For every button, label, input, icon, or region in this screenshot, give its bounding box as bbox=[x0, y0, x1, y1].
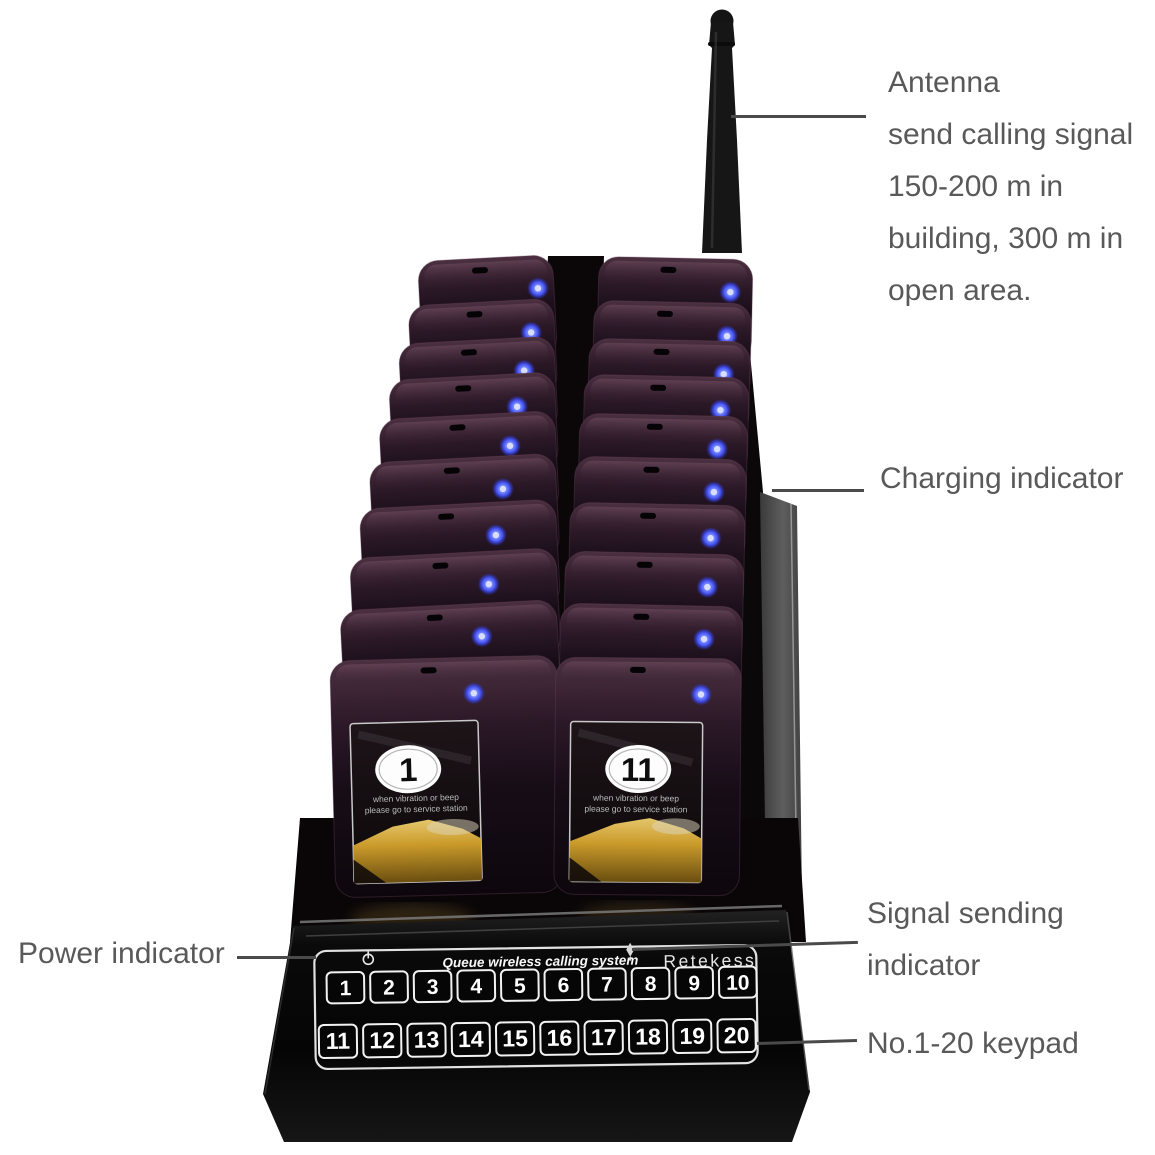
antenna-label: Antenna send calling signal 150-200 m in… bbox=[888, 57, 1133, 317]
keypad-row-2: 11 12 13 14 15 16 17 18 19 20 bbox=[317, 1018, 757, 1059]
keypad-button-label: 14 bbox=[458, 1026, 484, 1052]
pager-note-line1: when vibration or beep bbox=[592, 793, 679, 804]
keypad-button-20[interactable]: 20 bbox=[716, 1018, 757, 1054]
keypad-button-label: 17 bbox=[591, 1024, 617, 1050]
pager-number-badge bbox=[375, 745, 442, 794]
keypad-button-14[interactable]: 14 bbox=[450, 1021, 491, 1058]
keypad-button-2[interactable]: 2 bbox=[369, 970, 409, 1004]
signal-sending-icon bbox=[626, 942, 635, 961]
keypad-button-6[interactable]: 6 bbox=[543, 967, 584, 1002]
keypad-button-label: 13 bbox=[414, 1026, 440, 1052]
power-leader-line bbox=[237, 956, 316, 959]
charging-led bbox=[706, 438, 729, 461]
charging-led bbox=[709, 399, 732, 422]
keypad-button-7[interactable]: 7 bbox=[587, 967, 627, 1001]
keypad-row-1: 1 2 3 4 5 6 7 8 9 10 bbox=[325, 965, 758, 1005]
keypad-button-3[interactable]: 3 bbox=[412, 969, 453, 1004]
pager-note-line2: please go to service station bbox=[584, 804, 687, 815]
keypad-button-11[interactable]: 11 bbox=[317, 1023, 359, 1059]
keypad-button-label: 7 bbox=[601, 973, 613, 996]
power-indicator-icon bbox=[362, 951, 375, 966]
pager-note-line1: when vibration or beep bbox=[372, 792, 460, 804]
charging-led bbox=[693, 628, 716, 651]
keypad-button-19[interactable]: 19 bbox=[672, 1018, 713, 1055]
antenna-leader-line bbox=[731, 115, 866, 118]
antenna bbox=[702, 9, 742, 253]
charging-led bbox=[499, 434, 522, 457]
charging-led bbox=[690, 683, 713, 706]
charging-led bbox=[696, 576, 719, 599]
keypad-button-label: 2 bbox=[383, 976, 395, 999]
keypad-button-17[interactable]: 17 bbox=[583, 1019, 624, 1056]
keypad-button-label: 4 bbox=[470, 975, 482, 998]
keypad-button-15[interactable]: 15 bbox=[494, 1021, 536, 1057]
charging-indicator-label: Charging indicator bbox=[880, 462, 1124, 495]
keypad-label: No.1-20 keypad bbox=[867, 1027, 1079, 1060]
keypad-button-label: 19 bbox=[679, 1023, 705, 1049]
keypad-button-5[interactable]: 5 bbox=[499, 968, 540, 1002]
keypad-button-label: 11 bbox=[326, 1028, 351, 1054]
keypad-button-label: 15 bbox=[502, 1025, 528, 1051]
keypad-button-12[interactable]: 12 bbox=[362, 1022, 403, 1059]
antenna-label-title: Antenna bbox=[888, 66, 1000, 99]
keypad-button-16[interactable]: 16 bbox=[539, 1020, 580, 1056]
charging-led bbox=[484, 524, 507, 547]
pager-number: 11 bbox=[621, 751, 656, 788]
charging-led bbox=[477, 573, 500, 596]
keypad-button-label: 6 bbox=[557, 974, 569, 997]
keypad-button-8[interactable]: 8 bbox=[630, 966, 671, 1001]
charging-led bbox=[470, 625, 493, 648]
keypad-button-label: 5 bbox=[514, 975, 526, 998]
panel-title: Queue wireless calling system bbox=[442, 953, 638, 971]
keypad-button-label: 3 bbox=[427, 976, 439, 999]
keypad-button-18[interactable]: 18 bbox=[627, 1019, 669, 1055]
keypad-button-9[interactable]: 9 bbox=[674, 966, 715, 1000]
keypad-button-label: 10 bbox=[726, 972, 750, 995]
power-indicator-label: Power indicator bbox=[18, 937, 225, 970]
keypad-panel: Queue wireless calling system Retekess 1… bbox=[313, 942, 759, 1071]
keypad-button-label: 8 bbox=[645, 973, 657, 996]
keypad-button-label: 16 bbox=[546, 1025, 572, 1051]
pager-number-badge bbox=[605, 745, 672, 794]
base-station bbox=[263, 904, 810, 1142]
keypad-button-label: 20 bbox=[724, 1022, 750, 1048]
pager-card-11: 11 when vibration or beep please go to s… bbox=[568, 720, 704, 884]
pager-card-1: 1 when vibration or beep please go to se… bbox=[349, 719, 483, 885]
charging-led bbox=[526, 277, 549, 300]
keypad-button-4[interactable]: 4 bbox=[456, 969, 497, 1003]
keypad-button-label: 12 bbox=[369, 1027, 395, 1053]
keypad-button-label: 9 bbox=[688, 972, 700, 995]
keypad-button-label: 1 bbox=[339, 977, 351, 1000]
keypad-button-10[interactable]: 10 bbox=[717, 965, 758, 999]
keypad-button-1[interactable]: 1 bbox=[325, 970, 366, 1005]
charging-led bbox=[719, 281, 742, 304]
charging-led bbox=[699, 527, 722, 550]
pager-note-line2: please go to service station bbox=[365, 803, 469, 816]
base-side-wall bbox=[733, 300, 802, 898]
panel-outline bbox=[313, 944, 759, 1071]
charging-leader-line bbox=[772, 489, 864, 492]
charging-led bbox=[462, 682, 485, 705]
pager-number: 1 bbox=[399, 751, 418, 788]
signal-sending-label: Signal sending indicator bbox=[867, 897, 1064, 982]
charging-led bbox=[491, 477, 514, 500]
charging-led bbox=[702, 481, 725, 504]
keypad-button-13[interactable]: 13 bbox=[406, 1022, 447, 1058]
keypad-button-label: 18 bbox=[635, 1023, 661, 1049]
pager-stack-right bbox=[553, 256, 754, 897]
